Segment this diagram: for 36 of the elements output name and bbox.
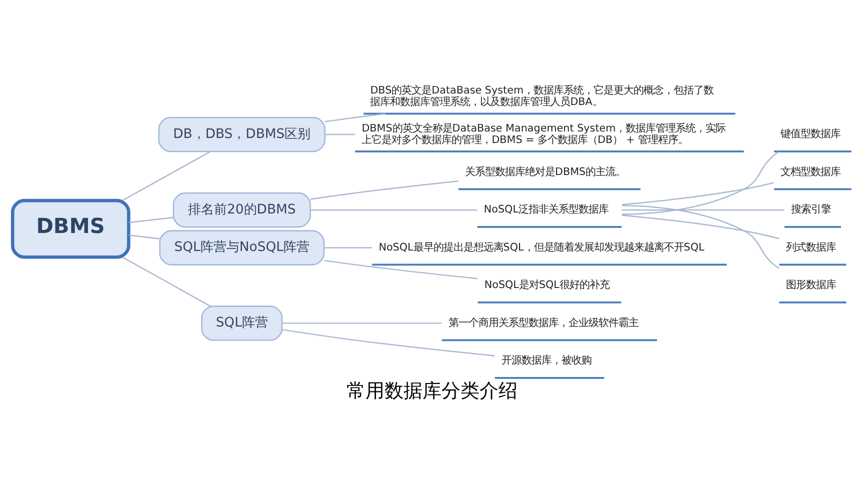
connector [622,151,780,216]
node-text: 关系型数据库绝对是DBMS的主流。 [465,166,626,178]
node-box: SQL阵营与NoSQL阵营 [159,230,325,266]
node-box: 排名前20的DBMS [172,192,311,228]
node-box: SQL阵营 [201,306,283,341]
connector [128,216,174,224]
node-text: 图形数据库 [786,279,836,292]
node-text: NoSQL是对SQL很好的补充 [484,279,610,292]
connector [325,134,355,136]
node-text: NoSQL最早的提出是想远离SQL，但是随着发展却发现越来越离不开SQL [378,241,704,254]
connector [310,180,458,200]
connector [622,214,780,240]
connector [122,151,211,202]
connector [282,328,495,356]
caption: 常用数据库分类介绍 [346,380,518,402]
connector [324,247,372,248]
node-box: DB，DBS，DBMS区别 [158,116,326,152]
connector [122,256,211,307]
node-text: DBS的英文是DataBase System，数据库系统，它是更大的概念，包括了数据库和数据库管理系统，以及数据库管理人员DBA。 [370,84,714,108]
node-text: 搜索引擎 [791,204,832,216]
connector [128,234,160,240]
connector [622,209,784,211]
node-text: 文档型数据库 [780,166,841,178]
node-text: 列式数据库 [786,241,836,254]
connector [622,182,774,206]
node-text: NoSQL泛指非关系型数据库 [484,204,608,216]
node-text: 第一个商用关系型数据库，企业级软件霸主 [448,316,639,329]
node-text: 键值型数据库 [780,128,841,140]
connector [622,204,780,269]
connector [324,260,478,280]
node-text: 开源数据库，被收购 [501,354,592,367]
connector [310,209,478,211]
node-box: DBMS [10,198,130,259]
connector [324,113,386,122]
node-text: DBMS的英文全称是DataBase Management System，数据库管理系统，实际上它是对多个数据库的管理，DBMS = 多个数据库（DB） + 管理程序。 [362,122,726,146]
connector [282,322,442,324]
